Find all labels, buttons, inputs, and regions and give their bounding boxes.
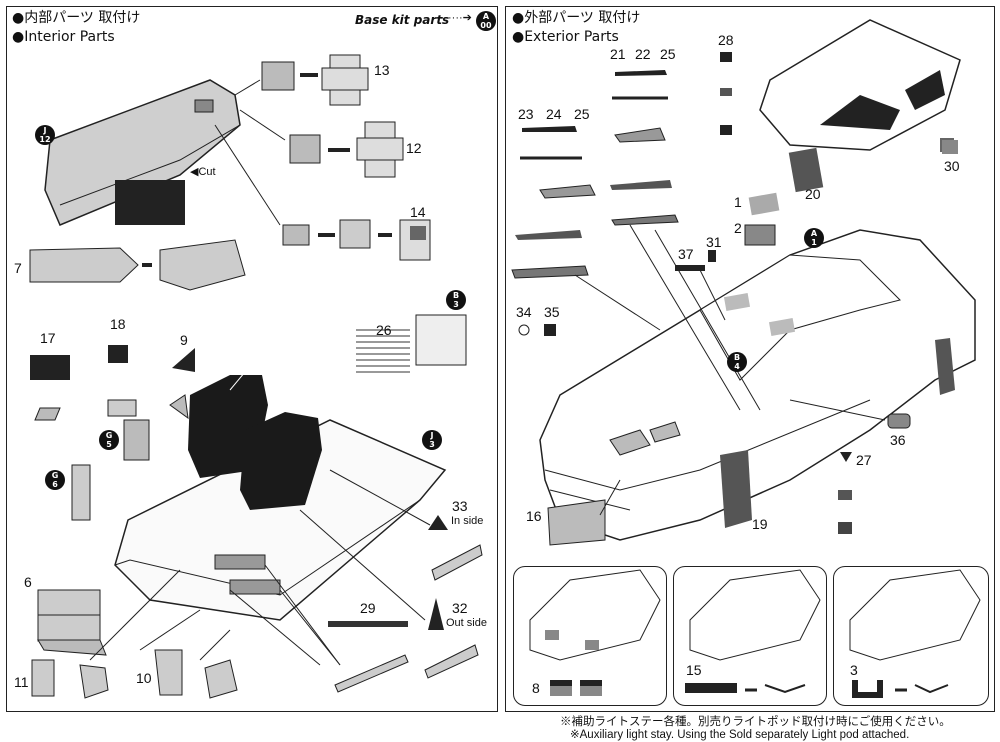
part-30: 30 (944, 158, 960, 174)
part-8: 8 (532, 680, 540, 696)
footer-note-en: ※Auxiliary light stay. Using the Sold se… (570, 729, 910, 741)
light-stay-panel-8 (513, 566, 667, 706)
part-34: 34 (516, 304, 532, 320)
base-kit-label: Base kit parts (355, 13, 450, 27)
part-7: 7 (14, 260, 22, 276)
dotted-arrow-icon: ·······➔ (437, 12, 472, 24)
part-22: 22 (635, 46, 651, 62)
part-35: 35 (544, 304, 560, 320)
part-20: 20 (805, 186, 821, 202)
part-24: 24 (546, 106, 562, 122)
light-stay-panel-3 (833, 566, 989, 706)
part-18: 18 (110, 316, 126, 332)
part-1: 1 (734, 194, 742, 210)
light-stay-panel-15 (673, 566, 827, 706)
part-2: 2 (734, 220, 742, 236)
part-19: 19 (752, 516, 768, 532)
interior-title-en: ●Interior Parts (12, 29, 115, 45)
part-6: 6 (24, 574, 32, 590)
part-27: 27 (856, 452, 872, 468)
part-29: 29 (360, 600, 376, 616)
part-12: 12 (406, 140, 422, 156)
part-33: 33 (452, 498, 468, 514)
part-15: 15 (686, 662, 702, 678)
part-31: 31 (706, 234, 722, 250)
part-36: 36 (890, 432, 906, 448)
interior-title-jp: ●内部パーツ 取付け (12, 10, 141, 26)
exterior-title-en: ●Exterior Parts (512, 29, 619, 45)
out-side-label: Out side (446, 617, 487, 629)
part-32: 32 (452, 600, 468, 616)
cut-label: ◀Cut (190, 166, 216, 178)
part-23: 23 (518, 106, 534, 122)
exterior-title-jp: ●外部パーツ 取付け (512, 10, 641, 26)
part-28: 28 (718, 32, 734, 48)
part-13: 13 (374, 62, 390, 78)
part-26: 26 (376, 322, 392, 338)
in-side-label: In side (451, 515, 484, 527)
part-25-a: 25 (660, 46, 676, 62)
part-25-b: 25 (574, 106, 590, 122)
part-9: 9 (180, 332, 188, 348)
part-37: 37 (678, 246, 694, 262)
part-21: 21 (610, 46, 626, 62)
part-3: 3 (850, 662, 858, 678)
footer-note-jp: ※補助ライトステー各種。別売りライトポッド取付け時にご使用ください。 (560, 716, 951, 728)
part-14: 14 (410, 204, 426, 220)
part-16: 16 (526, 508, 542, 524)
part-10: 10 (136, 670, 152, 686)
part-17: 17 (40, 330, 56, 346)
part-11: 11 (14, 674, 29, 690)
